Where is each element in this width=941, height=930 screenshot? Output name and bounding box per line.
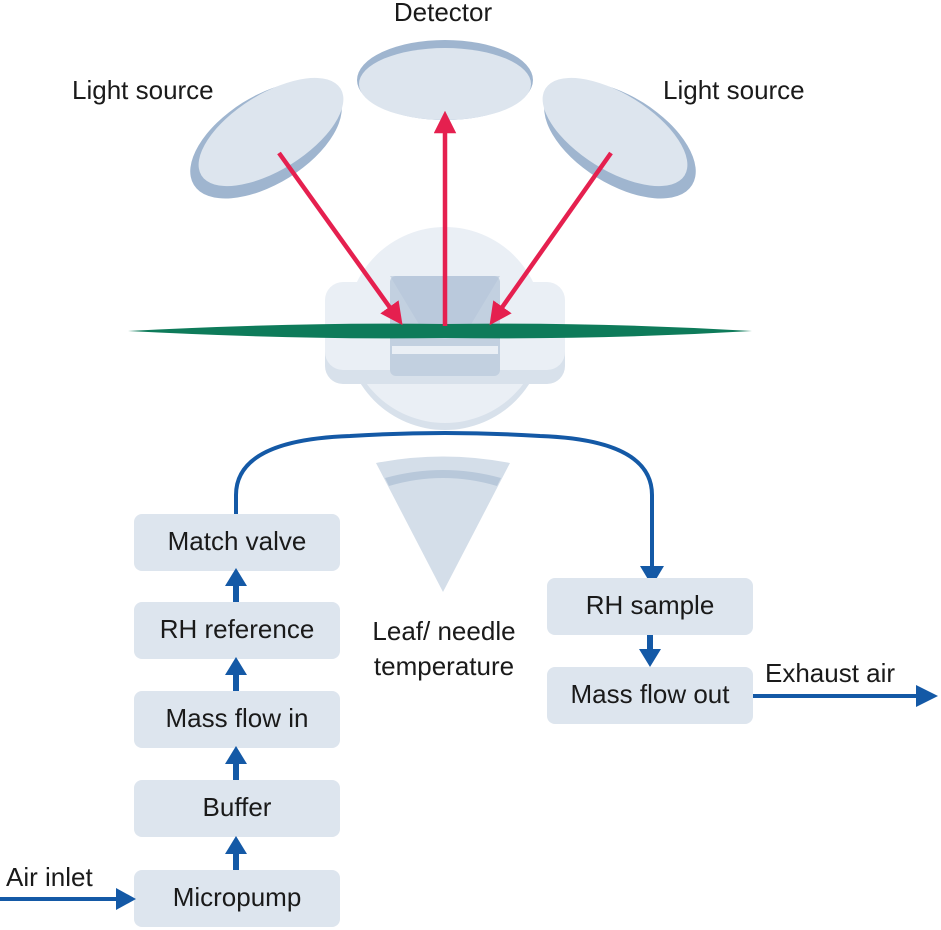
light-source-right-disc (542, 77, 696, 199)
detector-disc (357, 40, 533, 120)
sensor-label-line2: temperature (374, 651, 514, 681)
flow-loop-pipe (234, 431, 654, 568)
light-ray-left-arrow (277, 151, 403, 326)
light-ray-right-arrow (489, 151, 613, 326)
sensor-label-line1: Leaf/ needle (372, 616, 515, 646)
mass-flow-in-label: Mass flow in (165, 703, 308, 733)
rh-sample-label: RH sample (586, 590, 715, 620)
mass-flow-out-box: Mass flow out (547, 667, 753, 724)
match-valve-label: Match valve (168, 526, 307, 556)
outlet-arrow (639, 635, 661, 667)
light-source-left-label: Light source (72, 75, 214, 105)
mass-flow-out-label: Mass flow out (571, 679, 731, 709)
buffer-label: Buffer (203, 792, 272, 822)
exhaust-air-label: Exhaust air (765, 658, 895, 688)
light-source-left-disc (190, 77, 344, 199)
flow-loop-arrowhead (640, 566, 664, 586)
micropump-label: Micropump (173, 882, 302, 912)
rh-sample-box: RH sample (547, 578, 753, 635)
buffer-box: Buffer (134, 780, 340, 837)
match-valve-box: Match valve (134, 514, 340, 571)
mass-flow-in-box: Mass flow in (134, 691, 340, 748)
micropump-box: Micropump (134, 870, 340, 927)
air-inlet-label: Air inlet (6, 862, 93, 892)
light-source-right-label: Light source (663, 75, 805, 105)
temperature-sensor-cone (376, 456, 510, 592)
rh-reference-box: RH reference (134, 602, 340, 659)
inlet-chain-arrows (225, 568, 247, 870)
rh-reference-label: RH reference (160, 614, 315, 644)
detector-label: Detector (394, 0, 493, 27)
